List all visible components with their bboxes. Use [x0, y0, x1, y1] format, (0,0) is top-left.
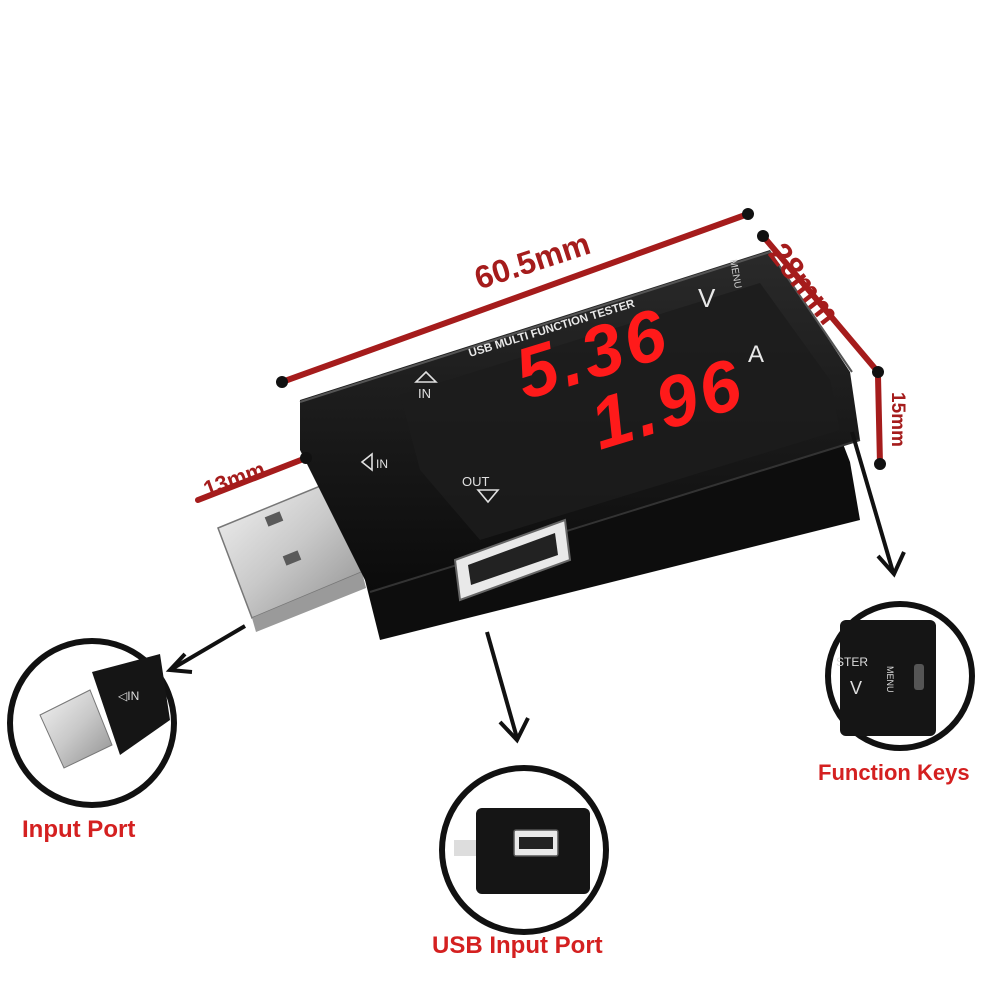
out-label: OUT — [462, 474, 490, 489]
input-port-label: Input Port — [22, 816, 136, 843]
inset-tester-text: STER — [836, 655, 868, 669]
in-marking: IN — [414, 370, 438, 401]
svg-text:IN: IN — [376, 457, 388, 471]
pointer-arrows — [165, 431, 906, 744]
svg-text:◁IN: ◁IN — [118, 689, 139, 703]
usb-female-port — [453, 518, 572, 602]
current-unit: A — [748, 341, 764, 368]
inset-v-text: V — [850, 678, 862, 698]
voltage-unit: V — [698, 283, 716, 313]
inset-function-keys: STER V MENU — [825, 601, 975, 751]
dimension-lines — [195, 211, 883, 503]
menu-label: MENU — [727, 259, 743, 290]
function-keys-label: Function Keys — [818, 760, 970, 785]
dimension-height-label: 15mm — [887, 392, 908, 447]
inset-input-port: ◁IN — [7, 638, 177, 808]
usb-input-port-label: USB Input Port — [432, 932, 603, 959]
tester-body — [299, 250, 861, 640]
out-marking: OUT — [462, 474, 500, 504]
inset-usb-input-port — [439, 765, 609, 935]
in-side-marking: IN — [360, 452, 388, 472]
in-label: IN — [418, 386, 431, 401]
inset-menu-text: MENU — [885, 666, 895, 693]
